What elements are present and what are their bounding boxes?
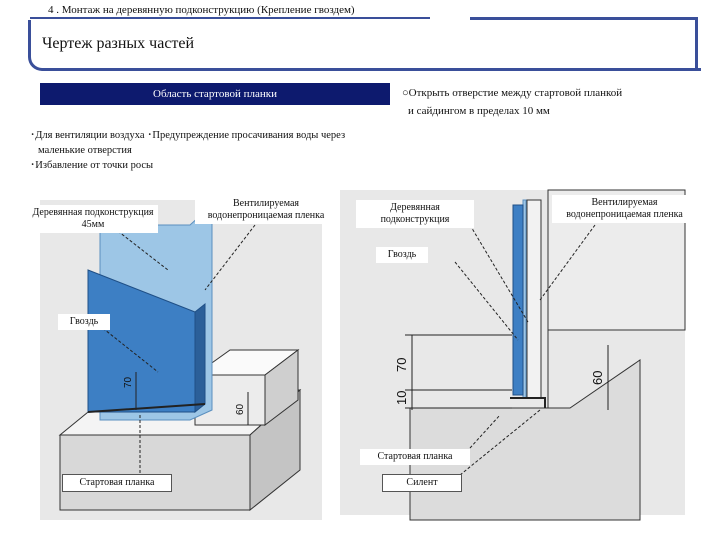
opening-note-line2: и сайдингом в пределах 10 мм bbox=[408, 105, 550, 117]
right-leader-nail bbox=[454, 261, 519, 341]
header-rule-left bbox=[30, 17, 430, 19]
header-rule-right bbox=[470, 17, 695, 20]
title-frame bbox=[28, 20, 701, 71]
right-sealant-label: Силент bbox=[382, 474, 462, 492]
left-starter-strip bbox=[87, 403, 206, 413]
left-stub-box-side bbox=[264, 348, 299, 427]
page-title: Чертеж разных частей bbox=[42, 35, 195, 52]
left-starter-label: Стартовая планка bbox=[62, 474, 172, 492]
left-isometric-drawing bbox=[58, 203, 302, 512]
right-starter-strip bbox=[510, 397, 546, 408]
opening-note-line1: ○Открыть отверстие между стартовой планк… bbox=[402, 87, 623, 99]
left-wood-frame-label: Деревянная подконструкция 45мм bbox=[28, 205, 158, 233]
right-leader-starter bbox=[469, 414, 501, 449]
right-nail-label: Гвоздь bbox=[376, 247, 428, 263]
left-foundation-front bbox=[59, 434, 251, 511]
right-lower-block bbox=[409, 359, 641, 521]
left-siding-side bbox=[194, 302, 206, 414]
vent-note-line3: ･Избавление от точки росы bbox=[30, 160, 154, 171]
right-leader-sealant bbox=[459, 409, 541, 476]
right-dim60-text: 60 bbox=[590, 371, 605, 385]
right-siding bbox=[512, 204, 524, 396]
left-leader-nail bbox=[94, 321, 159, 373]
title-frame-right bbox=[695, 17, 698, 71]
left-leader-membrane bbox=[204, 224, 256, 291]
right-membrane-label: Вентилируемая водонепроницаемая пленка bbox=[552, 195, 697, 223]
right-starter-label: Стартовая планка bbox=[360, 449, 470, 465]
starter-region-label: Область стартовой планки bbox=[153, 88, 277, 100]
left-dim70-text: 70 bbox=[123, 376, 134, 388]
left-membrane-label: Вентилируемая водонепроницаемая пленка bbox=[195, 196, 337, 224]
right-dim70-text: 70 bbox=[394, 358, 409, 372]
ventilation-notes: ･Для вентиляции воздуха ･Предупреждение … bbox=[30, 128, 345, 173]
left-dim60-text: 60 bbox=[235, 403, 246, 415]
vent-note-line2: маленькие отверстия bbox=[38, 145, 132, 156]
right-section-drawing bbox=[405, 189, 686, 521]
right-leader-wood bbox=[469, 224, 529, 323]
right-leader-membrane bbox=[539, 224, 596, 301]
section-caption: 4 . Монтаж на деревянную подконструкцию … bbox=[48, 4, 355, 16]
right-batten bbox=[526, 199, 542, 399]
starter-region-bar: Область стартовой планки bbox=[40, 83, 390, 105]
right-wood-frame-label: Деревянная подконструкция bbox=[356, 200, 474, 228]
left-nail-label: Гвоздь bbox=[58, 314, 110, 330]
right-dim10-text: 10 bbox=[394, 391, 409, 405]
vent-note-line1: ･Для вентиляции воздуха ･Предупреждение … bbox=[30, 130, 346, 141]
opening-note: ○Открыть отверстие между стартовой планк… bbox=[402, 84, 622, 120]
